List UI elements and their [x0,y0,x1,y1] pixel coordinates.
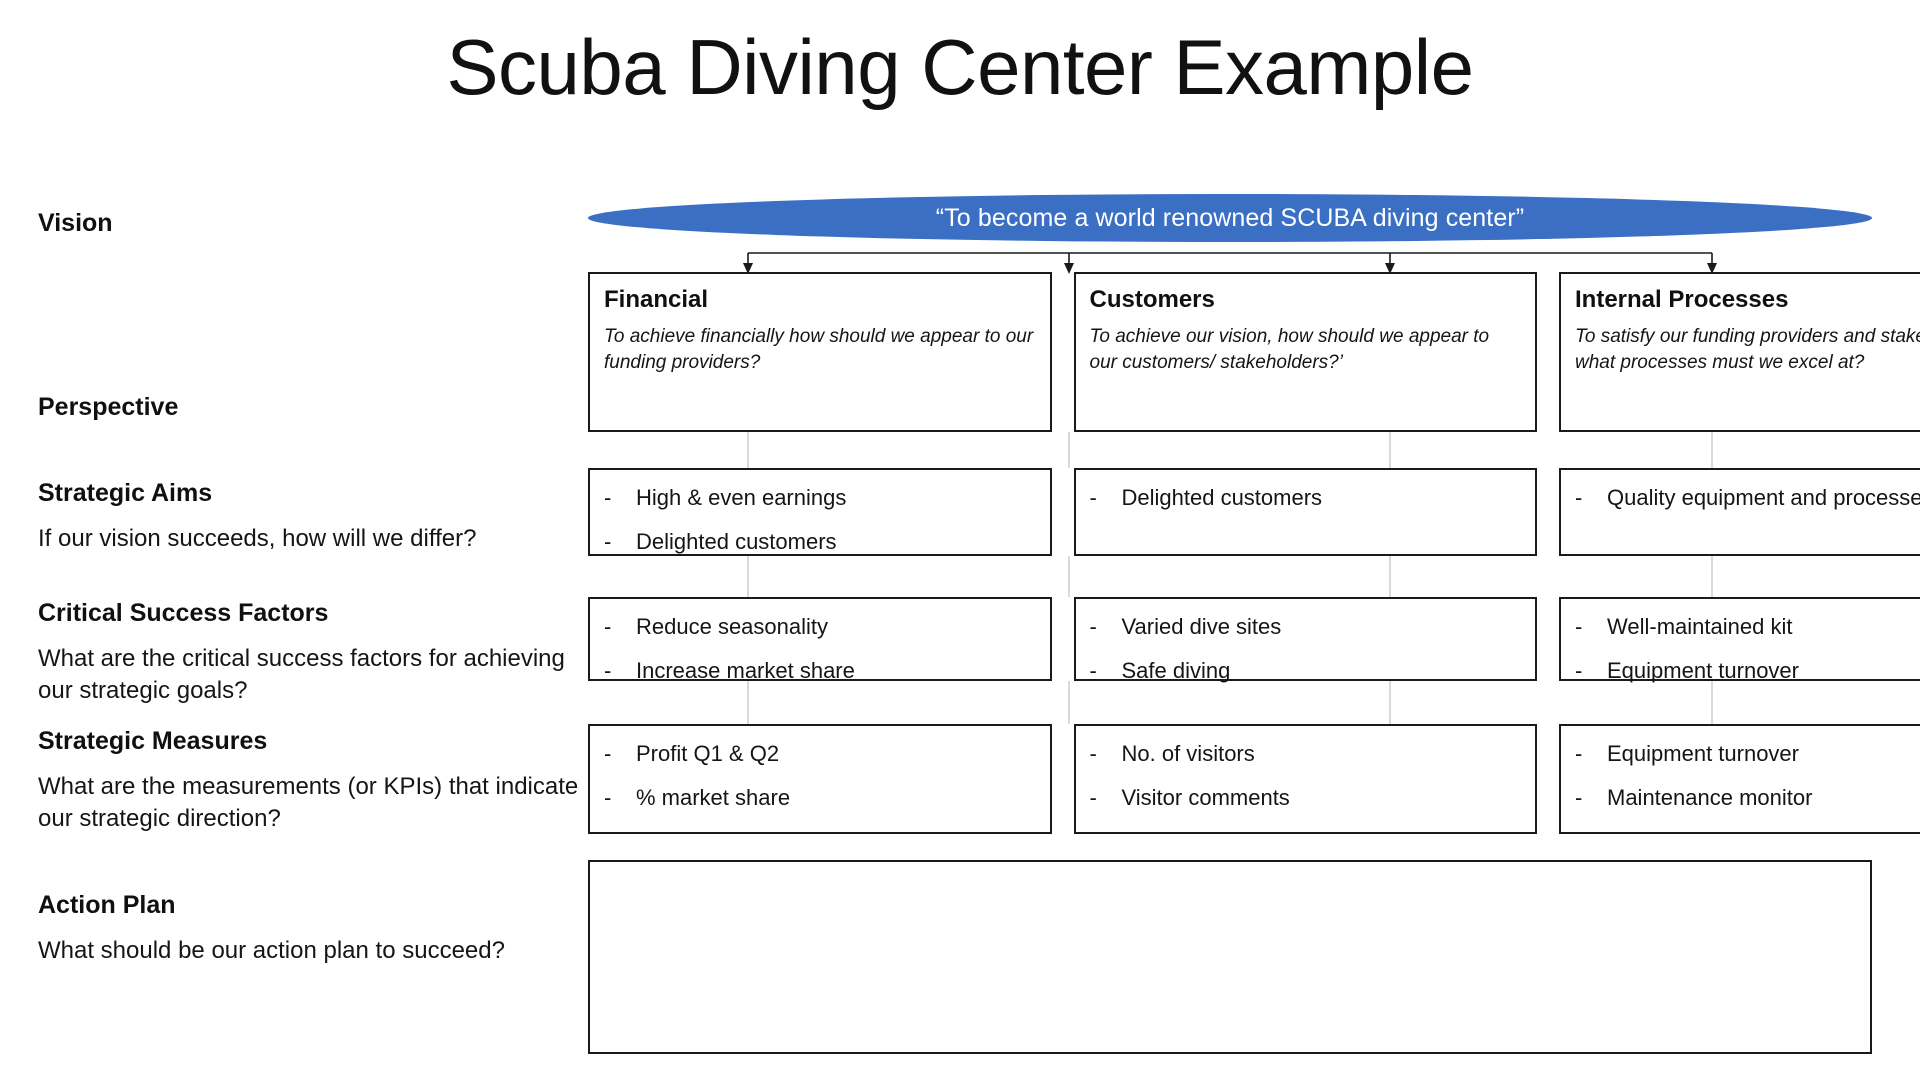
rail-strategic-measures-desc: What are the measurements (or KPIs) that… [38,773,579,832]
list-item: -Maintenance monitor [1575,784,1920,812]
vision-banner: “To become a world renowned SCUBA diving… [588,194,1872,242]
list-item-label: Reduce seasonality [636,614,829,639]
list-item: -Equipment turnover [1575,740,1920,768]
perspective-title: Customers [1089,286,1215,313]
strategic-aims-row: -High & even earnings-Delighted customer… [588,468,1920,556]
list-item: -Equipment turnover [1575,657,1920,685]
perspective-title: Financial [604,286,709,313]
bullet-dash-icon: - [604,485,612,510]
bullet-dash-icon: - [1575,485,1583,510]
list-item: -No. of visitors [1090,740,1526,768]
list-item-label: Delighted customers [1121,485,1323,510]
list-item-label: Varied dive sites [1121,614,1282,639]
bullet-dash-icon: - [1089,485,1097,510]
perspective-card-financial[interactable]: Financial To achieve financially how sho… [588,272,1052,432]
vision-statement: “To become a world renowned SCUBA diving… [935,203,1525,232]
bullet-dash-icon: - [1089,785,1097,811]
list-item: -Safe diving [1090,657,1526,685]
rail-critical-success-factors-title: Critical Success Factors [38,599,329,627]
bullet-dash-icon: - [1089,658,1097,684]
page-title: Scuba Diving Center Example [446,23,1474,111]
list-item: -Visitor comments [1090,784,1526,812]
rail-perspective-title: Perspective [38,393,179,421]
rail-action-plan-desc: What should be our action plan to succee… [38,937,505,965]
rail-label-strategic-measures: Strategic Measures What are the measurem… [38,726,598,835]
bullet-dash-icon: - [604,658,612,684]
bullet-dash-icon: - [604,614,612,639]
list-item-label: Quality equipment and processes [1607,485,1920,510]
strategic-aims-cell-financial[interactable]: -High & even earnings-Delighted customer… [588,468,1052,556]
csf-cell-customers[interactable]: -Varied dive sites-Safe diving [1073,597,1537,683]
list-item-label: High & even earnings [636,485,847,510]
bullet-dash-icon: - [604,741,612,766]
bullet-dash-icon: - [1575,614,1583,639]
list-item: -Delighted customers [604,528,1040,556]
list-item: -Reduce seasonality [604,613,1040,641]
csf-cell-internal-processes[interactable]: -Well-maintained kit-Equipment turnover [1559,597,1920,683]
strategic-measures-row: -Profit Q1 & Q2-% market share -No. of v… [588,724,1920,834]
list-item-label: Equipment turnover [1607,741,1799,766]
critical-success-factors-row: -Reduce seasonality-Increase market shar… [588,597,1920,683]
rail-vision-title: Vision [38,209,113,237]
rail-strategic-aims-desc: If our vision succeeds, how will we diff… [38,525,477,553]
rail-label-action-plan: Action Plan What should be our action pl… [38,890,598,967]
list-item-label: % market share [636,785,791,811]
list-item-label: Increase market share [636,658,855,684]
list-item-label: Equipment turnover [1607,658,1799,684]
list-item-label: Visitor comments [1121,785,1290,811]
bullet-dash-icon: - [1089,614,1097,639]
list-item-label: Maintenance monitor [1607,785,1813,811]
bullet-dash-icon: - [1575,658,1583,684]
rail-critical-success-factors-desc: What are the critical success factors fo… [38,645,565,704]
rail-action-plan-title: Action Plan [38,891,176,919]
list-item: -Profit Q1 & Q2 [604,740,1040,768]
strategic-measures-cell-internal-processes[interactable]: -Equipment turnover-Maintenance monitor [1559,724,1920,834]
perspective-desc: To achieve our vision, how should we app… [1089,325,1490,373]
rail-label-perspective: Perspective [38,392,598,423]
list-item-label: Profit Q1 & Q2 [636,741,780,766]
list-item: -Increase market share [604,657,1040,685]
strategic-aims-cell-customers[interactable]: -Delighted customers [1073,468,1537,556]
list-item: -% market share [604,784,1040,812]
rail-strategic-measures-title: Strategic Measures [38,727,268,755]
list-item: -Delighted customers [1090,484,1526,512]
rail-label-vision: Vision [38,208,598,239]
list-item-label: Safe diving [1121,658,1231,684]
perspective-card-customers[interactable]: Customers To achieve our vision, how sho… [1073,272,1537,432]
list-item: -Quality equipment and processes [1575,484,1920,512]
strategic-measures-cell-financial[interactable]: -Profit Q1 & Q2-% market share [588,724,1052,834]
list-item: -Well-maintained kit [1575,613,1920,641]
perspective-row: Financial To achieve financially how sho… [588,272,1920,432]
bullet-dash-icon: - [604,529,612,555]
rail-label-strategic-aims: Strategic Aims If our vision succeeds, h… [38,478,598,555]
perspective-desc: To achieve financially how should we app… [604,325,1034,373]
csf-cell-financial[interactable]: -Reduce seasonality-Increase market shar… [588,597,1052,683]
rail-strategic-aims-title: Strategic Aims [38,479,213,507]
list-item-label: No. of visitors [1121,741,1255,766]
list-item-label: Well-maintained kit [1607,614,1793,639]
strategic-aims-cell-internal-processes[interactable]: -Quality equipment and processes [1559,468,1920,556]
bullet-dash-icon: - [1575,785,1583,811]
perspective-card-internal-processes[interactable]: Internal Processes To satisfy our fundin… [1559,272,1920,432]
list-item-label: Delighted customers [636,529,837,555]
bullet-dash-icon: - [604,785,612,811]
bullet-dash-icon: - [1575,741,1583,766]
action-plan-box[interactable] [588,860,1872,1054]
list-item: -High & even earnings [604,484,1040,512]
rail-label-critical-success-factors: Critical Success Factors What are the cr… [38,598,598,707]
strategic-measures-cell-customers[interactable]: -No. of visitors-Visitor comments [1073,724,1537,834]
perspective-desc: To satisfy our funding providers and sta… [1575,325,1920,373]
perspective-title: Internal Processes [1575,286,1789,313]
bullet-dash-icon: - [1089,741,1097,766]
list-item: -Varied dive sites [1090,613,1526,641]
